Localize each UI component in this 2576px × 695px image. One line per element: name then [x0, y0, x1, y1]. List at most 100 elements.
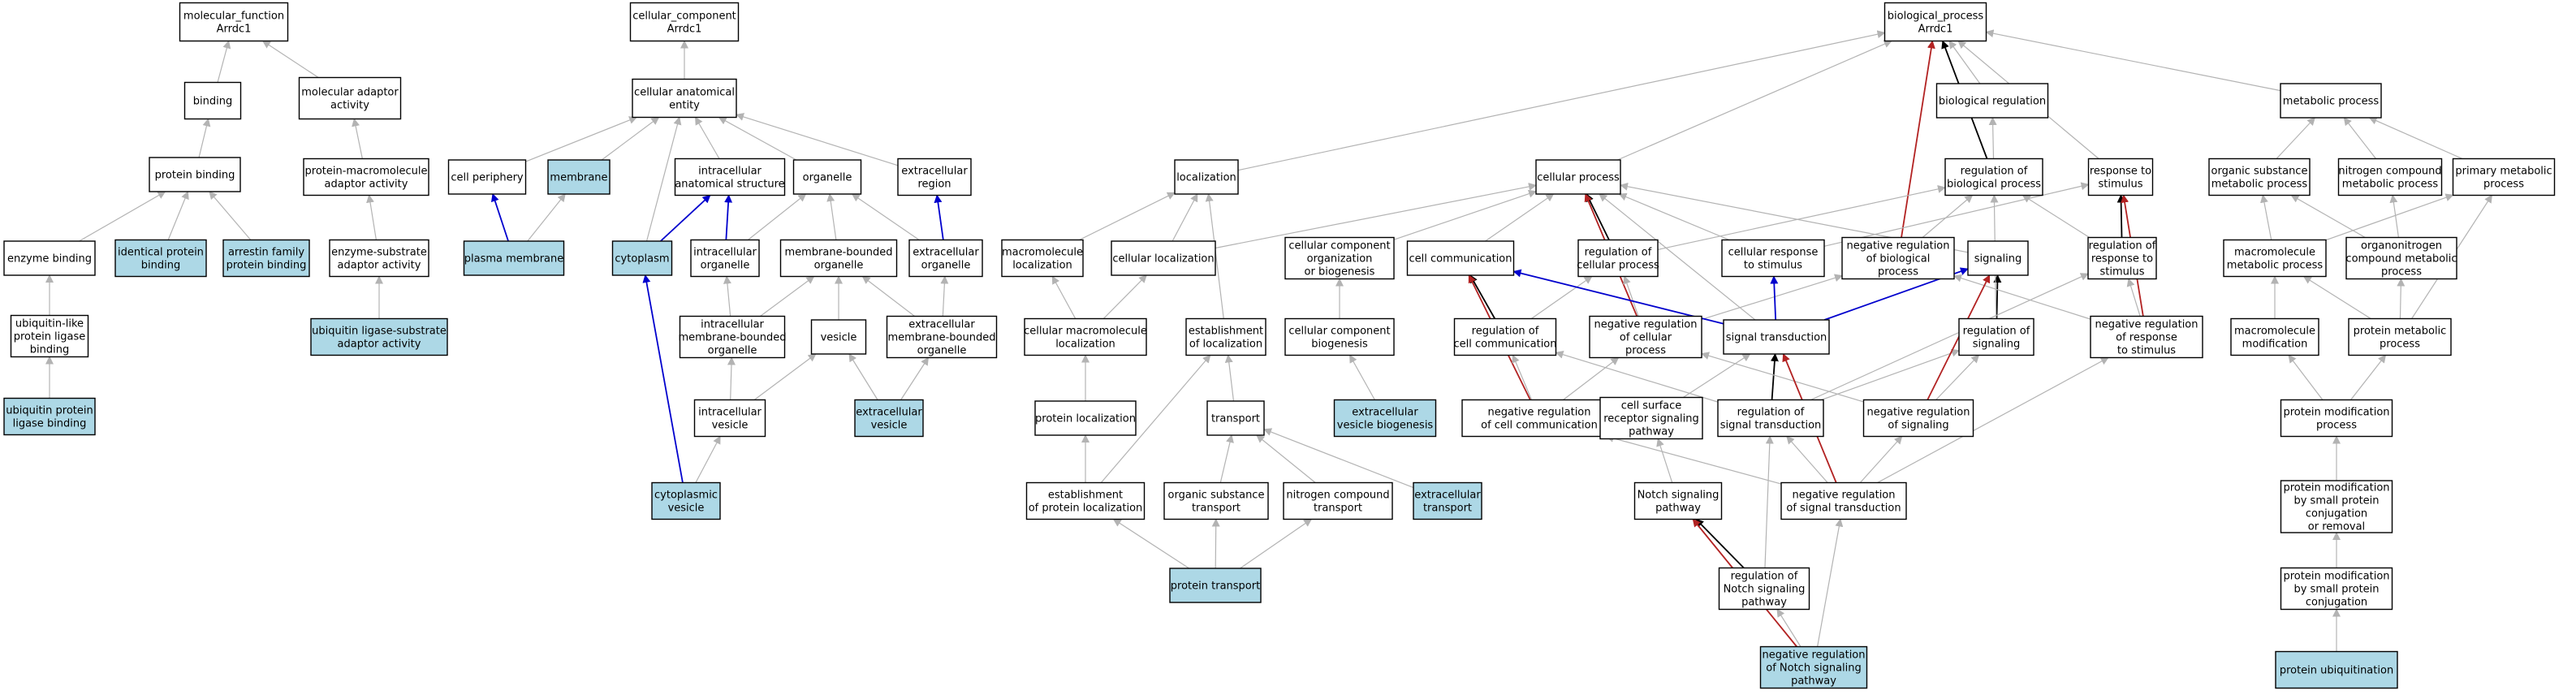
node-protein_transport[interactable]: protein transport	[1169, 568, 1262, 603]
node-localization[interactable]: localization	[1174, 159, 1239, 195]
node-cytoplasm[interactable]: cytoplasm	[611, 240, 673, 276]
node-cell_periphery[interactable]: cell periphery	[447, 159, 527, 195]
edge-localization-to-bp_root	[1237, 30, 1886, 171]
node-label-line: intracellular	[701, 319, 764, 331]
node-label-line: extracellular	[856, 407, 922, 419]
node-cell_communication[interactable]: cell communication	[1406, 240, 1515, 276]
node-label-line: molecular adaptor	[301, 87, 399, 99]
node-signal_transduction[interactable]: signal transduction	[1723, 319, 1830, 355]
node-label-line: metabolic process	[2227, 260, 2324, 272]
node-transport[interactable]: transport	[1206, 400, 1265, 436]
node-binding[interactable]: binding	[183, 81, 242, 120]
edge-organelle-to-anat_entity	[718, 116, 797, 161]
node-label-line: negative regulation	[1866, 407, 1970, 419]
node-cellular_process[interactable]: cellular process	[1535, 159, 1621, 195]
node-protein_localization[interactable]: protein localization	[1034, 400, 1137, 436]
node-label-line: of response	[2116, 332, 2177, 344]
node-signaling[interactable]: signaling	[1967, 240, 2029, 276]
node-metabolic_process[interactable]: metabolic process	[2280, 83, 2382, 119]
node-box	[463, 240, 565, 276]
edge-neg_reg_cellular_process-to-reg_cellular_process	[1623, 275, 1639, 317]
node-membrane[interactable]: membrane	[547, 159, 611, 195]
node-cellular_localization[interactable]: cellular localization	[1111, 240, 1216, 276]
edge-organonitrogen_metabolic-to-org_substance_metabolic	[2290, 194, 2366, 239]
node-vesicle[interactable]: vesicle	[810, 319, 867, 355]
node-organelle[interactable]: organelle	[792, 159, 862, 195]
node-enzyme_binding[interactable]: enzyme binding	[3, 240, 96, 276]
node-protein_binding[interactable]: protein binding	[149, 157, 241, 192]
edge-neg_reg_signal_transduction-to-neg_reg_response_stimulus	[1877, 356, 2109, 484]
node-biological_regulation[interactable]: biological regulation	[1935, 83, 2049, 119]
node-protein_ubiquitination[interactable]: protein ubiquitination	[2275, 650, 2398, 689]
node-label-line: cellular_component	[632, 11, 736, 23]
edge-extracellular_vesicle-to-vesicle	[848, 353, 878, 400]
edge-reg_signaling-to-signaling	[1993, 274, 2002, 319]
node-plasma_membrane[interactable]: plasma membrane	[463, 240, 565, 276]
node-label-line: organization	[1307, 253, 1373, 265]
edge-org_substance_metabolic-to-metabolic_process	[2276, 117, 2316, 159]
node-box	[1577, 239, 1659, 278]
